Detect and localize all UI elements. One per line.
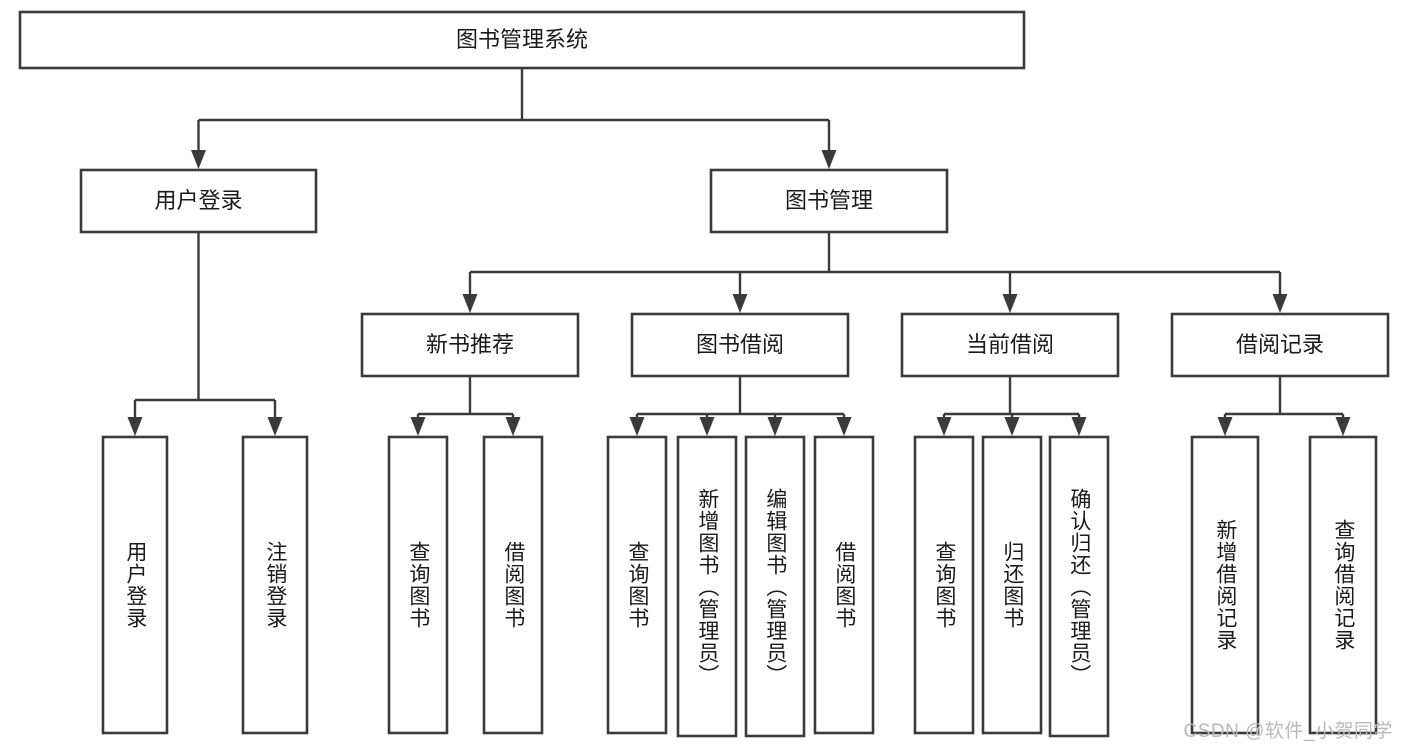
node-book-borrow-rect[interactable] — [630, 312, 850, 378]
node-leaf-query-record[interactable] — [1308, 435, 1378, 735]
arrow-head-icon — [127, 417, 143, 436]
node-leaf-add-book[interactable] — [676, 435, 738, 738]
node-user-login[interactable]: 用户登录 — [79, 168, 318, 234]
node-new-book-recommend-rect[interactable] — [360, 312, 580, 378]
node-leaf-user-login[interactable] — [101, 435, 169, 735]
node-title-system[interactable]: 图书管理系统 — [18, 10, 1026, 70]
node-leaf-borrow-book-1-rect[interactable] — [482, 435, 544, 735]
node-leaf-add-book-rect[interactable] — [676, 435, 738, 738]
node-leaf-return-book[interactable] — [981, 435, 1043, 735]
arrow-head-icon — [1002, 294, 1018, 313]
node-leaf-add-record-rect[interactable] — [1190, 435, 1260, 735]
node-leaf-borrow-book-2-rect[interactable] — [813, 435, 875, 735]
node-leaf-add-record[interactable] — [1190, 435, 1260, 735]
node-leaf-query-book-3-rect[interactable] — [913, 435, 975, 735]
arrow-head-icon — [462, 294, 478, 313]
node-book-borrow-label: 图书借阅 — [696, 332, 784, 357]
arrow-head-icon — [1272, 294, 1288, 313]
arrow-head-icon — [1004, 417, 1020, 436]
node-leaf-edit-book[interactable] — [744, 435, 806, 738]
node-user-login-label: 用户登录 — [154, 188, 242, 213]
connector-layer — [127, 68, 1351, 436]
node-current-borrow[interactable]: 当前借阅 — [900, 312, 1120, 378]
node-borrow-record-label: 借阅记录 — [1236, 332, 1324, 357]
arrow-head-icon — [767, 417, 783, 436]
node-current-borrow-label: 当前借阅 — [966, 332, 1054, 357]
node-leaf-query-book-2[interactable] — [606, 435, 668, 735]
arrow-head-icon — [821, 150, 837, 169]
node-new-book-recommend[interactable]: 新书推荐 — [360, 312, 580, 378]
node-leaf-borrow-book-1[interactable] — [482, 435, 544, 735]
arrow-head-icon — [191, 150, 206, 169]
arrow-head-icon — [699, 417, 715, 436]
arrow-head-icon — [1335, 417, 1351, 436]
node-leaf-query-book-3[interactable] — [913, 435, 975, 735]
node-leaf-confirm-return-rect[interactable] — [1048, 435, 1110, 738]
node-leaf-return-book-rect[interactable] — [981, 435, 1043, 735]
node-borrow-record-rect[interactable] — [1170, 312, 1390, 378]
node-leaf-borrow-book-2[interactable] — [813, 435, 875, 735]
node-title-system-rect[interactable] — [18, 10, 1026, 70]
node-leaf-confirm-return[interactable] — [1048, 435, 1110, 738]
arrow-head-icon — [836, 417, 852, 436]
node-leaf-user-login-rect[interactable] — [101, 435, 169, 735]
node-new-book-recommend-label: 新书推荐 — [426, 332, 514, 357]
node-book-management-label: 图书管理 — [785, 188, 873, 213]
arrow-head-icon — [1071, 417, 1087, 436]
arrow-head-icon — [1217, 417, 1233, 436]
node-leaf-edit-book-rect[interactable] — [744, 435, 806, 738]
node-leaf-query-record-rect[interactable] — [1308, 435, 1378, 735]
node-book-management[interactable]: 图书管理 — [709, 168, 949, 234]
arrow-head-icon — [505, 417, 521, 436]
watermark-text: CSDN @软件_小贺同学 — [1183, 721, 1393, 742]
node-leaf-logout-login[interactable] — [241, 435, 309, 735]
node-leaf-query-book-1-rect[interactable] — [387, 435, 449, 735]
node-book-management-rect[interactable] — [709, 168, 949, 234]
arrow-head-icon — [732, 294, 748, 313]
node-user-login-rect[interactable] — [79, 168, 318, 234]
arrow-head-icon — [410, 417, 426, 436]
node-leaf-query-book-1[interactable] — [387, 435, 449, 735]
arrow-head-icon — [936, 417, 952, 436]
node-book-borrow[interactable]: 图书借阅 — [630, 312, 850, 378]
node-leaf-query-book-2-rect[interactable] — [606, 435, 668, 735]
arrow-head-icon — [629, 417, 645, 436]
node-borrow-record[interactable]: 借阅记录 — [1170, 312, 1390, 378]
node-leaf-logout-login-rect[interactable] — [241, 435, 309, 735]
node-current-borrow-rect[interactable] — [900, 312, 1120, 378]
arrow-head-icon — [267, 417, 283, 436]
node-title-system-label: 图书管理系统 — [456, 27, 588, 52]
